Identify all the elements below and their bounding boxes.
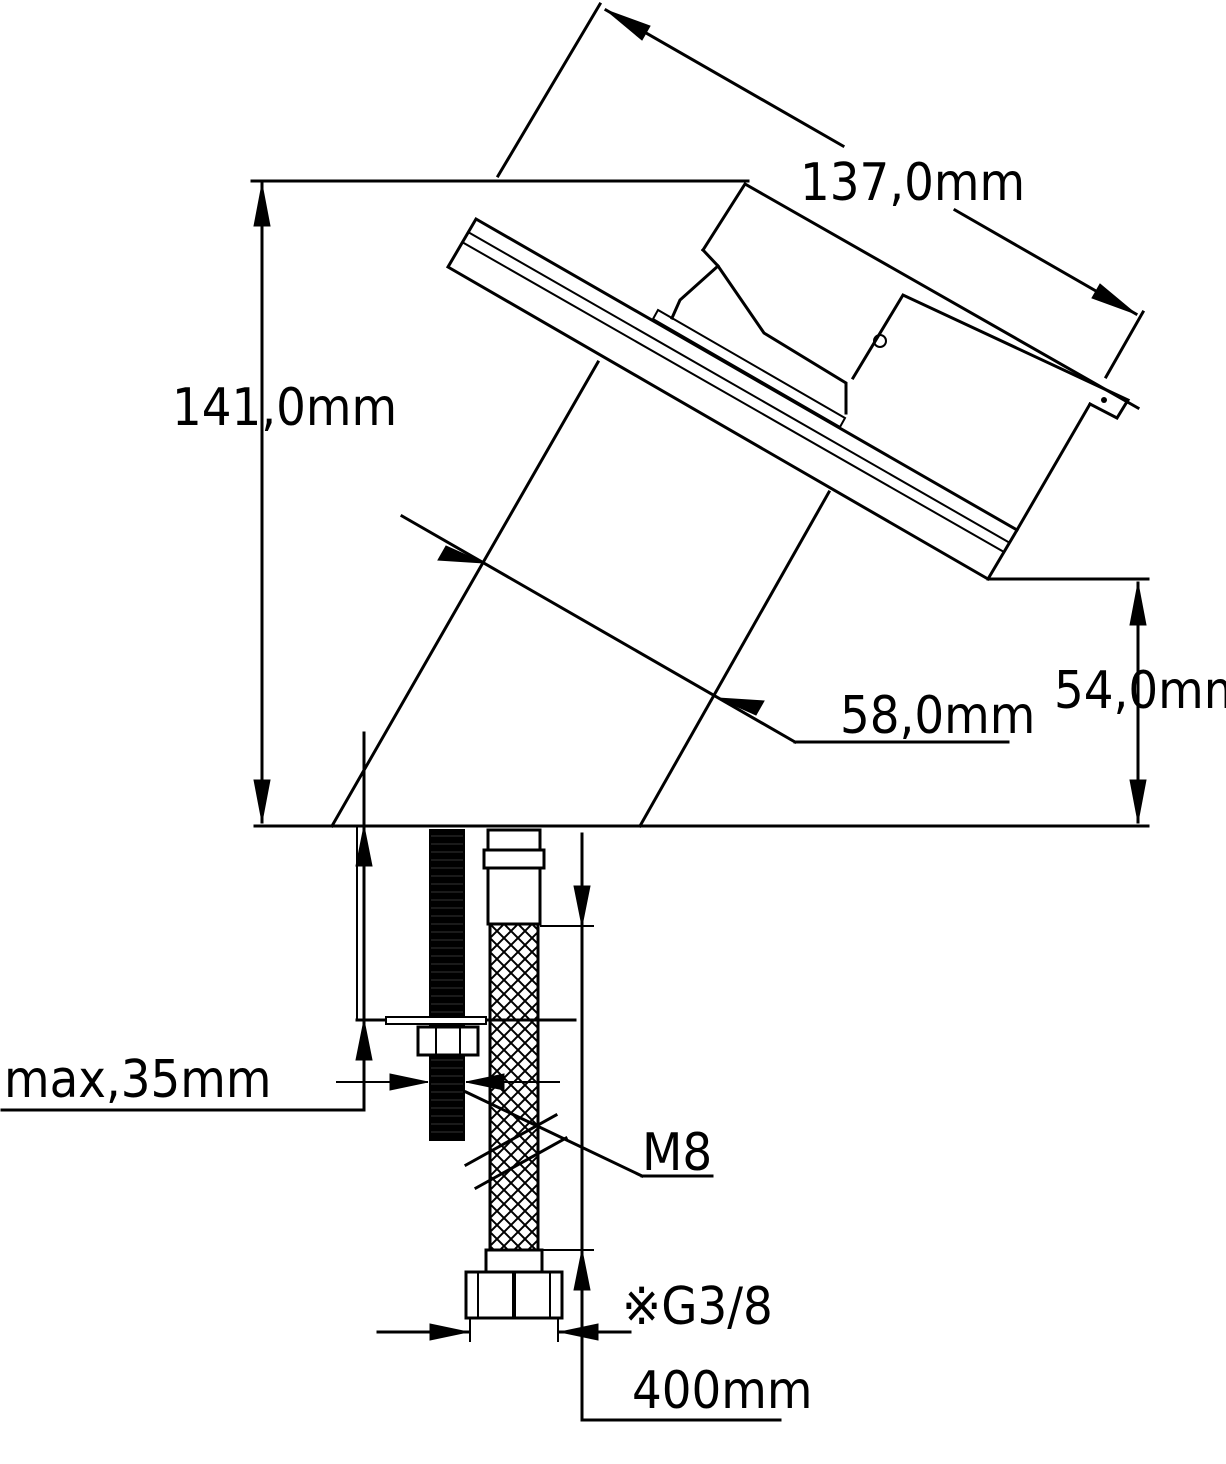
dimension-length: 137,0mm <box>495 1 1146 380</box>
spout-plate-outline <box>445 216 1020 582</box>
threaded-rod <box>429 829 465 1141</box>
lever-handle <box>651 181 1141 533</box>
diameter-label: 58,0mm <box>840 686 1035 746</box>
spout-plate <box>445 216 1020 582</box>
thread-label: M8 <box>642 1123 712 1183</box>
braided-hose <box>488 922 540 1252</box>
break-mark <box>463 1112 559 1168</box>
flexible-hose <box>463 828 569 1320</box>
screw-icon <box>873 334 887 348</box>
hose-length-label: 400mm <box>632 1361 812 1421</box>
dimension-hose-length: 400mm <box>540 832 812 1422</box>
lever-pin-icon <box>1101 397 1107 403</box>
body-left-edge <box>329 359 601 829</box>
hose-top-fitting <box>486 866 542 926</box>
body-right-edge <box>637 489 832 829</box>
spout-height-label: 54,0mm <box>1054 661 1226 721</box>
lever-front-edge <box>1014 401 1093 533</box>
faucet-body <box>253 359 1150 829</box>
max-thickness-label: max,35mm <box>4 1050 271 1110</box>
break-mark-2 <box>473 1135 569 1191</box>
height-label: 141,0mm <box>172 378 397 438</box>
dimension-height: 141,0mm <box>172 179 750 824</box>
length-label: 137,0mm <box>800 153 1025 213</box>
mounting-nut <box>416 1025 480 1057</box>
connection-label: ※G3/8 <box>622 1277 773 1337</box>
dimension-spout-height: 54,0mm <box>986 577 1226 824</box>
dimension-diameter: 58,0mm <box>399 513 1035 746</box>
dimension-connection: ※G3/8 <box>376 1277 773 1342</box>
dimension-max-thickness: max,35mm <box>0 731 560 1112</box>
dimension-thread: M8 <box>464 1090 714 1183</box>
spout-plate-inner-line-2 <box>461 241 1005 553</box>
spout-plate-inner-line <box>467 231 1011 544</box>
